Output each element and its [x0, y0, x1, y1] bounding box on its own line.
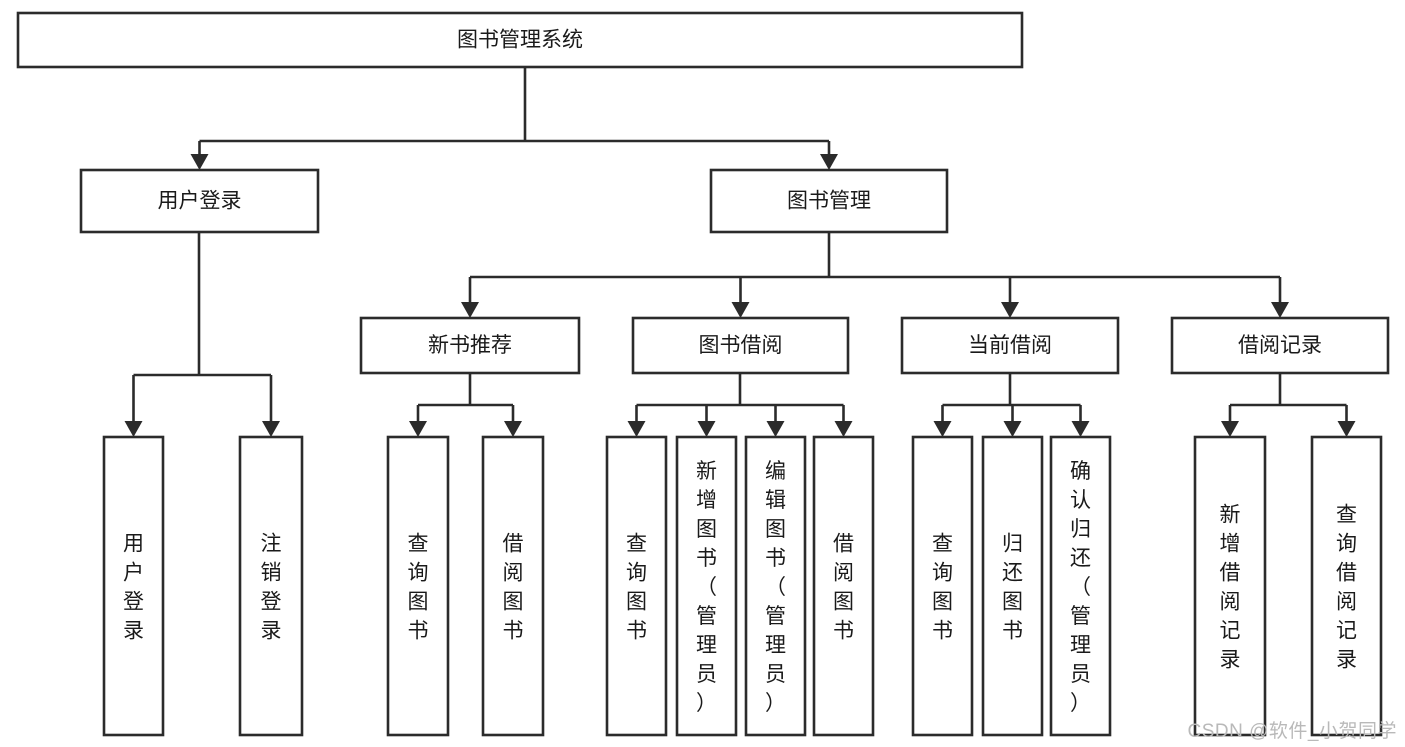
- node-leaf-query-book-1[interactable]: 查询图书: [386, 435, 450, 737]
- node-label-leaf-borrow-book-1: 借阅图书: [503, 533, 524, 643]
- arrow-head-user-login: [190, 154, 209, 170]
- node-leaf-add-book-admin[interactable]: 新增图书（管理员）: [675, 435, 738, 737]
- node-label-borrow-record: 借阅记录: [1238, 334, 1322, 357]
- arrow-head-leaf-add-book-admin: [697, 421, 716, 437]
- node-label-leaf-add-book-admin: 新增图书（管理员）: [696, 460, 717, 715]
- node-book-borrow[interactable]: 图书借阅: [631, 316, 850, 375]
- node-label-book-management: 图书管理: [787, 190, 871, 213]
- node-box-leaf-query-book-1: [386, 435, 450, 737]
- node-label-current-borrow: 当前借阅: [968, 334, 1052, 357]
- arrow-head-leaf-add-borrow-record: [1221, 421, 1239, 437]
- arrow-head-leaf-borrow-book-2: [834, 421, 853, 437]
- node-book-management[interactable]: 图书管理: [709, 168, 949, 234]
- node-current-borrow[interactable]: 当前借阅: [900, 316, 1120, 375]
- node-new-book-recommend[interactable]: 新书推荐: [359, 316, 581, 375]
- node-box-root: [16, 11, 1024, 69]
- node-box-leaf-borrow-book-2: [812, 435, 875, 737]
- node-label-root: 图书管理系统: [457, 29, 583, 52]
- node-leaf-confirm-return-admin[interactable]: 确认归还（管理员）: [1049, 435, 1112, 737]
- node-box-leaf-query-book-3: [911, 435, 974, 737]
- node-label-leaf-query-book-3: 查询图书: [932, 533, 953, 643]
- node-borrow-record[interactable]: 借阅记录: [1170, 316, 1390, 375]
- node-box-new-book-recommend: [359, 316, 581, 375]
- arrow-head-leaf-query-book-1: [409, 421, 427, 437]
- node-box-book-borrow: [631, 316, 850, 375]
- node-label-leaf-edit-book-admin: 编辑图书（管理员）: [765, 460, 786, 715]
- node-leaf-add-borrow-record[interactable]: 新增借阅记录: [1193, 435, 1267, 737]
- connector-layer: [124, 67, 1356, 437]
- node-box-leaf-add-book-admin: [675, 435, 738, 737]
- arrow-head-leaf-borrow-book-1: [504, 421, 522, 437]
- node-label-leaf-query-book-1: 查询图书: [408, 533, 429, 643]
- node-label-leaf-logout: 注销登录: [261, 533, 282, 643]
- node-box-leaf-borrow-book-1: [481, 435, 545, 737]
- node-leaf-user-login[interactable]: 用户登录: [102, 435, 165, 737]
- node-layer: 图书管理系统用户登录图书管理新书推荐图书借阅当前借阅借阅记录用户登录注销登录查询…: [16, 11, 1390, 737]
- arrow-head-book-management: [820, 154, 838, 170]
- node-box-leaf-edit-book-admin: [744, 435, 807, 737]
- node-label-book-borrow: 图书借阅: [699, 334, 783, 357]
- node-leaf-query-borrow-record[interactable]: 查询借阅记录: [1310, 435, 1383, 737]
- arrow-head-leaf-query-book-3: [933, 421, 952, 437]
- arrow-head-leaf-logout: [262, 421, 280, 437]
- node-label-leaf-return-book: 归还图书: [1002, 533, 1023, 643]
- arrow-head-current-borrow: [1001, 302, 1019, 318]
- node-box-leaf-logout: [238, 435, 304, 737]
- arrow-head-leaf-confirm-return-admin: [1071, 421, 1090, 437]
- node-leaf-borrow-book-2[interactable]: 借阅图书: [812, 435, 875, 737]
- node-leaf-edit-book-admin[interactable]: 编辑图书（管理员）: [744, 435, 807, 737]
- node-leaf-borrow-book-1[interactable]: 借阅图书: [481, 435, 545, 737]
- node-leaf-query-book-3[interactable]: 查询图书: [911, 435, 974, 737]
- node-box-leaf-confirm-return-admin: [1049, 435, 1112, 737]
- node-label-leaf-borrow-book-2: 借阅图书: [833, 533, 854, 643]
- node-label-leaf-add-borrow-record: 新增借阅记录: [1220, 504, 1241, 672]
- arrow-head-leaf-query-borrow-record: [1337, 421, 1356, 437]
- node-box-user-login: [79, 168, 320, 234]
- node-box-leaf-user-login: [102, 435, 165, 737]
- arrow-head-leaf-user-login: [124, 421, 143, 437]
- node-leaf-return-book[interactable]: 归还图书: [981, 435, 1044, 737]
- node-label-leaf-confirm-return-admin: 确认归还（管理员）: [1070, 460, 1091, 715]
- arrow-head-leaf-edit-book-admin: [766, 421, 785, 437]
- arrow-head-book-borrow: [731, 302, 750, 318]
- node-root[interactable]: 图书管理系统: [16, 11, 1024, 69]
- node-box-leaf-return-book: [981, 435, 1044, 737]
- node-user-login[interactable]: 用户登录: [79, 168, 320, 234]
- node-box-borrow-record: [1170, 316, 1390, 375]
- arrow-head-leaf-return-book: [1003, 421, 1022, 437]
- node-box-current-borrow: [900, 316, 1120, 375]
- node-leaf-query-book-2[interactable]: 查询图书: [605, 435, 668, 737]
- arrow-head-leaf-query-book-2: [627, 421, 646, 437]
- arrow-head-borrow-record: [1271, 302, 1289, 318]
- node-box-leaf-query-borrow-record: [1310, 435, 1383, 737]
- node-label-leaf-user-login: 用户登录: [123, 533, 144, 643]
- node-box-leaf-query-book-2: [605, 435, 668, 737]
- arrow-head-new-book-recommend: [461, 302, 479, 318]
- node-box-leaf-add-borrow-record: [1193, 435, 1267, 737]
- node-label-leaf-query-borrow-record: 查询借阅记录: [1336, 504, 1357, 672]
- node-label-leaf-query-book-2: 查询图书: [626, 533, 647, 643]
- node-leaf-logout[interactable]: 注销登录: [238, 435, 304, 737]
- node-label-new-book-recommend: 新书推荐: [428, 334, 512, 357]
- node-box-book-management: [709, 168, 949, 234]
- node-label-user-login: 用户登录: [158, 190, 242, 213]
